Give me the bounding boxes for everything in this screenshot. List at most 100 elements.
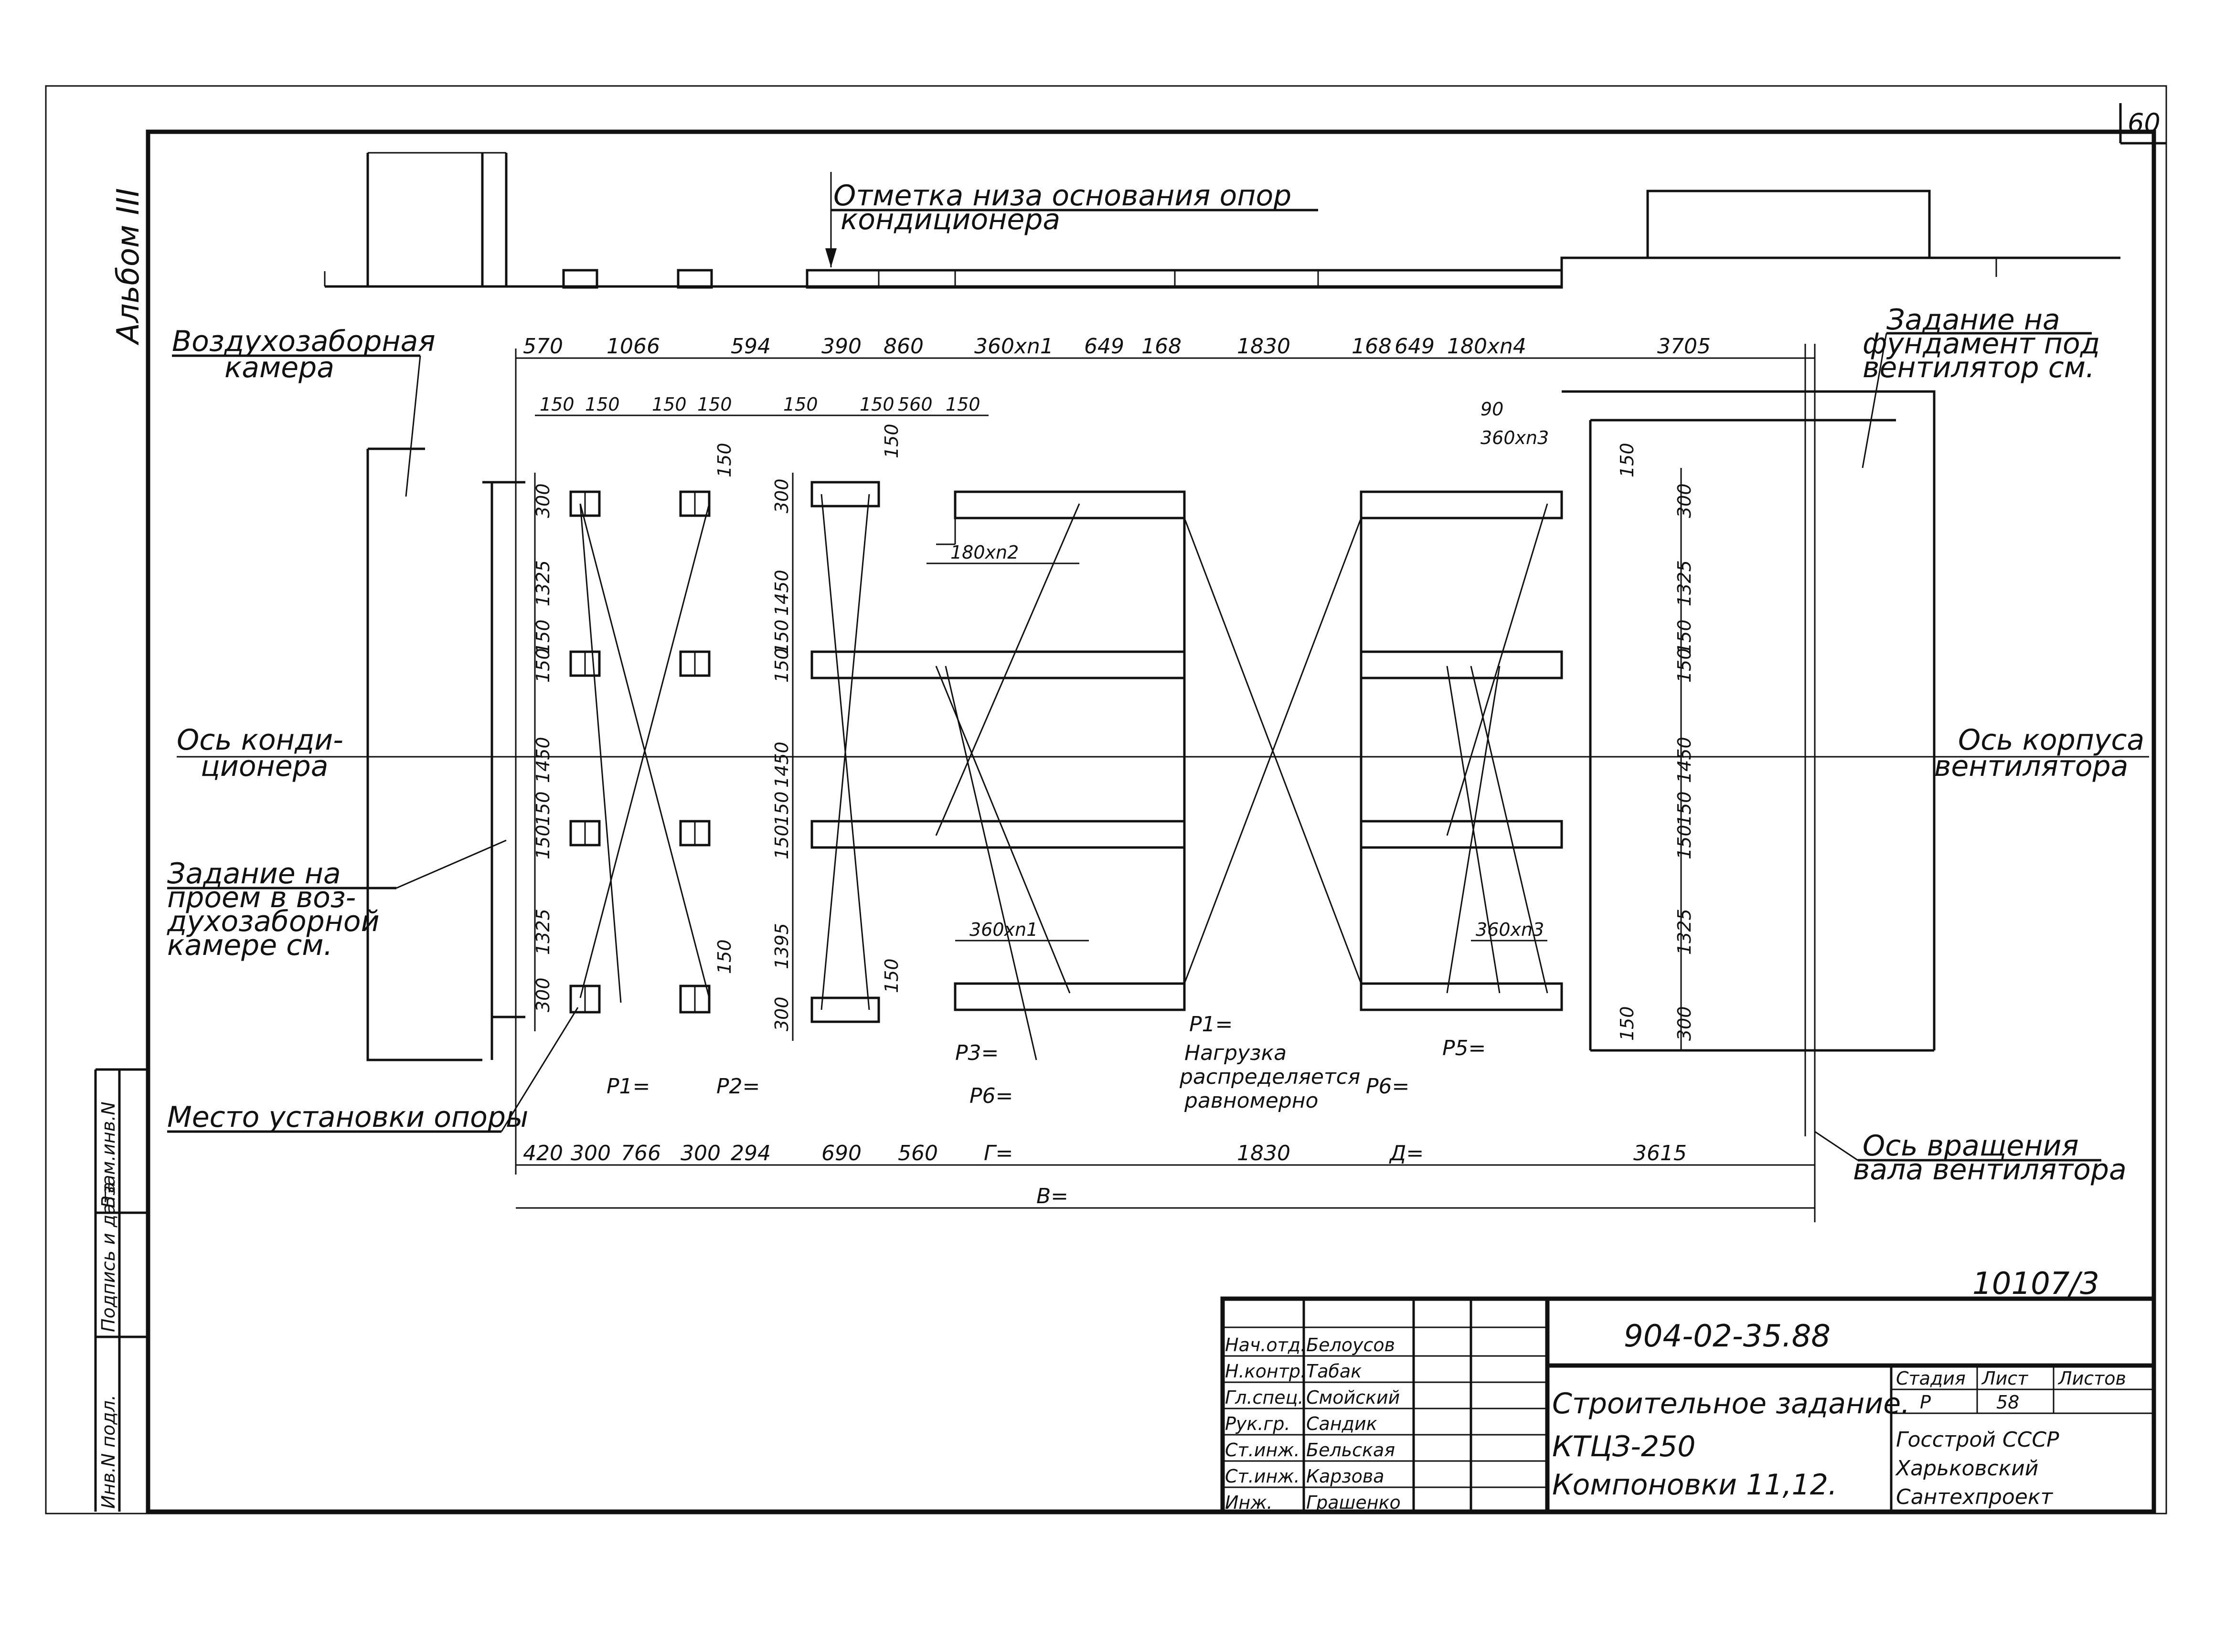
svg-text:P5=: P5= — [1442, 1036, 1486, 1060]
svg-text:560: 560 — [898, 394, 933, 415]
svg-text:Гл.спец.: Гл.спец. — [1225, 1387, 1304, 1408]
svg-text:1450: 1450 — [1674, 737, 1695, 783]
base-mark-note: Отметка низа основания опор кондиционера — [825, 172, 1318, 267]
svg-text:фундамент под: фундамент под — [1863, 327, 2100, 360]
svg-text:168: 168 — [1352, 334, 1392, 359]
svg-text:Ст.инж.: Ст.инж. — [1225, 1440, 1300, 1461]
svg-text:150: 150 — [1674, 791, 1695, 826]
svg-text:150: 150 — [1617, 1006, 1638, 1041]
svg-text:Г=: Г= — [984, 1141, 1013, 1165]
svg-text:1325: 1325 — [1674, 560, 1695, 606]
svg-text:Табак: Табак — [1306, 1361, 1362, 1382]
svg-text:1066: 1066 — [607, 334, 660, 359]
svg-text:Листов: Листов — [2057, 1368, 2126, 1389]
rail-bracing — [935, 503, 1548, 1060]
doc-code: 904-02-35.88 — [1624, 1319, 1831, 1354]
svg-text:Нач.отд.: Нач.отд. — [1225, 1334, 1306, 1355]
svg-text:150: 150 — [783, 394, 818, 415]
svg-text:150: 150 — [532, 648, 554, 683]
svg-text:Грашенко: Грашенко — [1306, 1492, 1401, 1513]
svg-text:3615: 3615 — [1633, 1141, 1687, 1165]
svg-text:300: 300 — [771, 996, 792, 1031]
svg-text:594: 594 — [731, 334, 771, 359]
fan-body-axis-note: Ось корпуса вентилятора — [1934, 723, 2144, 783]
svg-text:P6=: P6= — [969, 1084, 1013, 1108]
svg-text:150: 150 — [881, 424, 902, 458]
svg-text:P1=: P1= — [1189, 1012, 1233, 1037]
svg-text:Инж.: Инж. — [1225, 1492, 1273, 1513]
svg-text:Нагрузка: Нагрузка — [1184, 1041, 1287, 1065]
svg-text:150: 150 — [946, 394, 980, 415]
svg-text:1325: 1325 — [532, 560, 554, 606]
rails — [810, 490, 1563, 1011]
svg-text:300: 300 — [771, 478, 792, 513]
svg-text:150: 150 — [714, 443, 735, 477]
sheet-number: 60 — [2128, 108, 2161, 138]
load-note: P1= Нагрузка распределяется равномерно — [1179, 1012, 1360, 1113]
svg-text:360xn1: 360xn1 — [969, 919, 1038, 940]
svg-text:150: 150 — [771, 791, 792, 826]
svg-text:Сандик: Сандик — [1306, 1413, 1377, 1434]
svg-text:Харьковский: Харьковский — [1895, 1456, 2038, 1481]
svg-text:300: 300 — [1674, 483, 1695, 518]
svg-text:Ст.инж.: Ст.инж. — [1225, 1466, 1300, 1487]
opening-task-note: Задание на проем в воз- духозаборной кам… — [167, 839, 507, 962]
svg-text:360xn1: 360xn1 — [974, 334, 1054, 359]
svg-text:проем в воз-: проем в воз- — [167, 881, 356, 914]
svg-text:КТЦЗ-250: КТЦЗ-250 — [1552, 1430, 1695, 1463]
svg-text:168: 168 — [1141, 334, 1182, 359]
svg-text:1325: 1325 — [1674, 909, 1695, 955]
vertical-dims-right: 300 1325 150 150 1450 150 150 1325 300 — [1674, 468, 1695, 1050]
svg-text:Компоновки 11,12.: Компоновки 11,12. — [1552, 1468, 1837, 1502]
inner-dims: 180xn2 360xn1 360xn3 — [926, 542, 1547, 942]
svg-text:150: 150 — [1674, 619, 1695, 654]
total-dimension: В= — [1036, 1184, 1068, 1208]
svg-text:Ось вращения: Ось вращения — [1863, 1129, 2079, 1163]
svg-text:766: 766 — [621, 1141, 661, 1165]
svg-text:духозаборной: духозаборной — [167, 905, 380, 938]
svg-text:150: 150 — [532, 825, 554, 859]
svg-text:1325: 1325 — [532, 909, 554, 955]
album-label: Альбом III — [111, 188, 146, 346]
svg-text:Бельская: Бельская — [1306, 1440, 1395, 1461]
svg-text:649: 649 — [1084, 334, 1124, 359]
svg-text:Р: Р — [1920, 1392, 1931, 1413]
svg-text:Воздухозаборная: Воздухозаборная — [172, 325, 436, 358]
svg-text:ционера: ционера — [201, 750, 329, 783]
svg-text:390: 390 — [821, 334, 862, 359]
svg-text:равномерно: равномерно — [1184, 1089, 1318, 1113]
inventory-number: 10107/3 — [1972, 1266, 2099, 1302]
svg-text:150: 150 — [860, 394, 895, 415]
fan-chamber — [1562, 390, 1936, 1052]
svg-text:Д=: Д= — [1389, 1141, 1424, 1165]
air-intake-chamber — [366, 447, 525, 1061]
svg-text:Н.контр.: Н.контр. — [1225, 1361, 1306, 1382]
svg-text:Стадия: Стадия — [1896, 1368, 1966, 1389]
svg-text:камера: камера — [224, 351, 334, 384]
svg-text:649: 649 — [1395, 334, 1435, 359]
svg-text:150: 150 — [771, 619, 792, 654]
svg-text:Рук.гр.: Рук.гр. — [1225, 1413, 1290, 1434]
bottom-dimensions: 420 300 766 300 294 690 560 Г= 1830 Д= 3… — [516, 1141, 1815, 1209]
svg-text:150: 150 — [585, 394, 620, 415]
title-block: Нач.отд. Н.контр. Гл.спец. Рук.гр. Ст.ин… — [1220, 1296, 2156, 1514]
svg-text:300: 300 — [571, 1141, 611, 1165]
fan-foundation-note: Задание на фундамент под вентилятор см. — [1862, 303, 2100, 468]
svg-text:вала вентилятора: вала вентилятора — [1853, 1153, 2127, 1186]
svg-text:150: 150 — [771, 825, 792, 859]
svg-text:Строительное задание.: Строительное задание. — [1552, 1387, 1910, 1420]
svg-text:вентилятор см.: вентилятор см. — [1863, 351, 2095, 384]
svg-text:150: 150 — [532, 619, 554, 654]
svg-text:Место установки опоры: Место установки опоры — [167, 1101, 528, 1134]
svg-text:Ось корпуса: Ось корпуса — [1958, 723, 2144, 757]
top-dimensions-2: 150 150 150 150 150 150 560 150 90 360xn… — [535, 394, 1549, 448]
svg-text:Белоусов: Белоусов — [1306, 1334, 1395, 1355]
svg-text:58: 58 — [1996, 1392, 2019, 1413]
svg-text:P3=: P3= — [955, 1041, 999, 1065]
svg-text:Смойский: Смойский — [1306, 1387, 1400, 1408]
side-stamp-replace: Взам.инв.N — [98, 1101, 119, 1208]
top-dimensions: 570 1066 594 390 860 360xn1 649 168 1830… — [515, 334, 1816, 1222]
svg-text:180xn2: 180xn2 — [950, 542, 1019, 563]
vertical-dims-left: 300 1325 150 150 1450 150 150 1325 300 — [532, 473, 554, 1031]
